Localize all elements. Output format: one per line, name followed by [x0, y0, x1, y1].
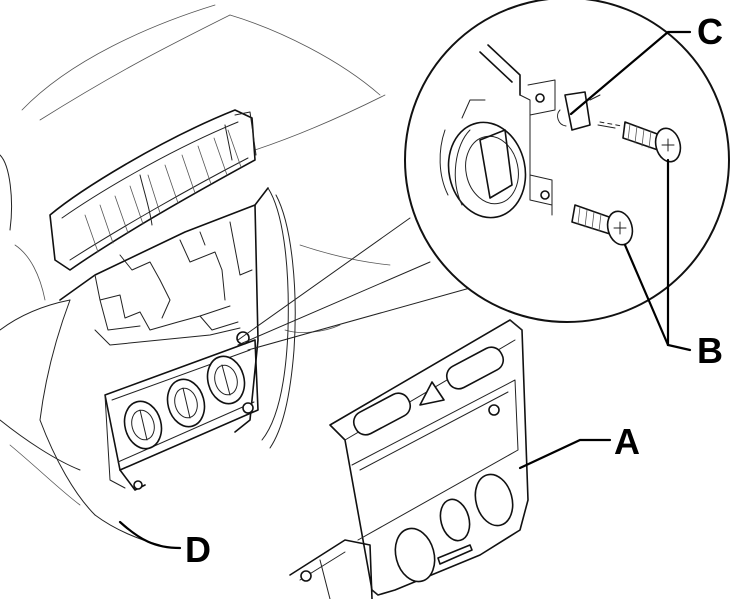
callout-label-d: D [185, 529, 211, 570]
callout-leaders [118, 30, 692, 550]
detail-view-circle [404, 0, 730, 323]
callout-label-b: B [697, 330, 723, 371]
callout-label-a: A [614, 421, 640, 462]
dashboard-outline [0, 4, 391, 546]
callout-label-c: C [697, 11, 723, 52]
heater-control-unit [104, 331, 259, 491]
radio-opening-frame [59, 187, 296, 449]
detail-view-leader-lines [237, 217, 471, 351]
air-vent [49, 109, 257, 271]
trim-panel [289, 319, 529, 599]
